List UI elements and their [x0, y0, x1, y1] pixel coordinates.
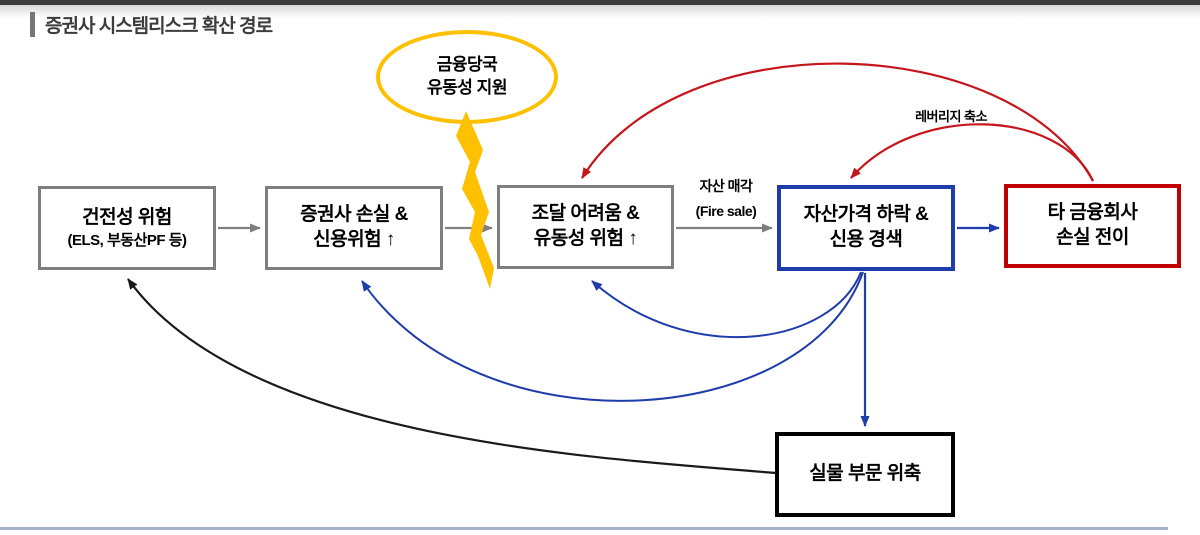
page-title: 증권사 시스템리스크 확산 경로	[45, 16, 273, 37]
node-broker-loss-credit-risk: 증권사 손실 & 신용위험 ↑	[265, 186, 443, 270]
node-label: 유동성 지원	[427, 78, 507, 97]
node-label: 자산가격 하락 &	[803, 204, 929, 226]
node-regulator-liquidity-support: 금융당국 유동성 지원	[376, 30, 558, 124]
node-label: 타 금융회사	[1047, 202, 1138, 224]
edge-asset-price-feedback-to-broker-loss	[361, 271, 864, 402]
edge-label-fire-sale: 자산 매각 (Fire sale)	[666, 174, 786, 224]
edge-other-fi-feedback-to-funding	[581, 62, 1094, 182]
bottom-divider-rule	[0, 527, 1168, 530]
edge-real-sector-feedback-to-soundness	[127, 278, 777, 475]
node-label: 조달 어려움 &	[531, 203, 640, 225]
edge-label-line: (Fire sale)	[695, 203, 757, 220]
edge-other-fi-deleveraging-to-asset-price	[850, 123, 1094, 182]
edge-label-deleveraging: 레버리지 축소	[886, 106, 1016, 125]
node-label: 신용위험 ↑	[313, 229, 395, 250]
node-asset-price-fall-credit-crunch: 자산가격 하락 & 신용 경색	[777, 185, 955, 271]
header-accent-bar	[30, 12, 35, 37]
node-soundness-risk: 건전성 위험 (ELS, 부동산PF 등)	[38, 186, 216, 270]
edge-label-line: 레버리지 축소	[915, 109, 987, 124]
node-other-financial-firms-loss-transfer: 타 금융회사 손실 전이	[1004, 184, 1181, 268]
node-label: 건전성 위험	[82, 206, 172, 228]
node-label: 손실 전이	[1056, 227, 1129, 248]
edge-label-line: 자산 매각	[699, 178, 753, 194]
node-label: 증권사 손실 &	[300, 204, 408, 226]
node-sublabel: (ELS, 부동산PF 등)	[67, 231, 187, 249]
top-bar-fade	[0, 5, 1200, 18]
node-funding-difficulty-liquidity-risk: 조달 어려움 & 유동성 위험 ↑	[497, 185, 674, 269]
lightning-bolt-icon	[456, 111, 494, 289]
top-bar	[0, 0, 1200, 5]
edge-asset-price-feedback-to-funding	[591, 271, 862, 338]
node-label: 유동성 위험 ↑	[533, 228, 638, 249]
node-label: 신용 경색	[829, 229, 903, 250]
diagram-header: 증권사 시스템리스크 확산 경로	[30, 11, 273, 38]
node-real-sector-contraction: 실물 부문 위축	[775, 432, 955, 517]
node-label: 금융당국	[436, 55, 498, 75]
node-label: 실물 부문 위축	[809, 463, 921, 485]
